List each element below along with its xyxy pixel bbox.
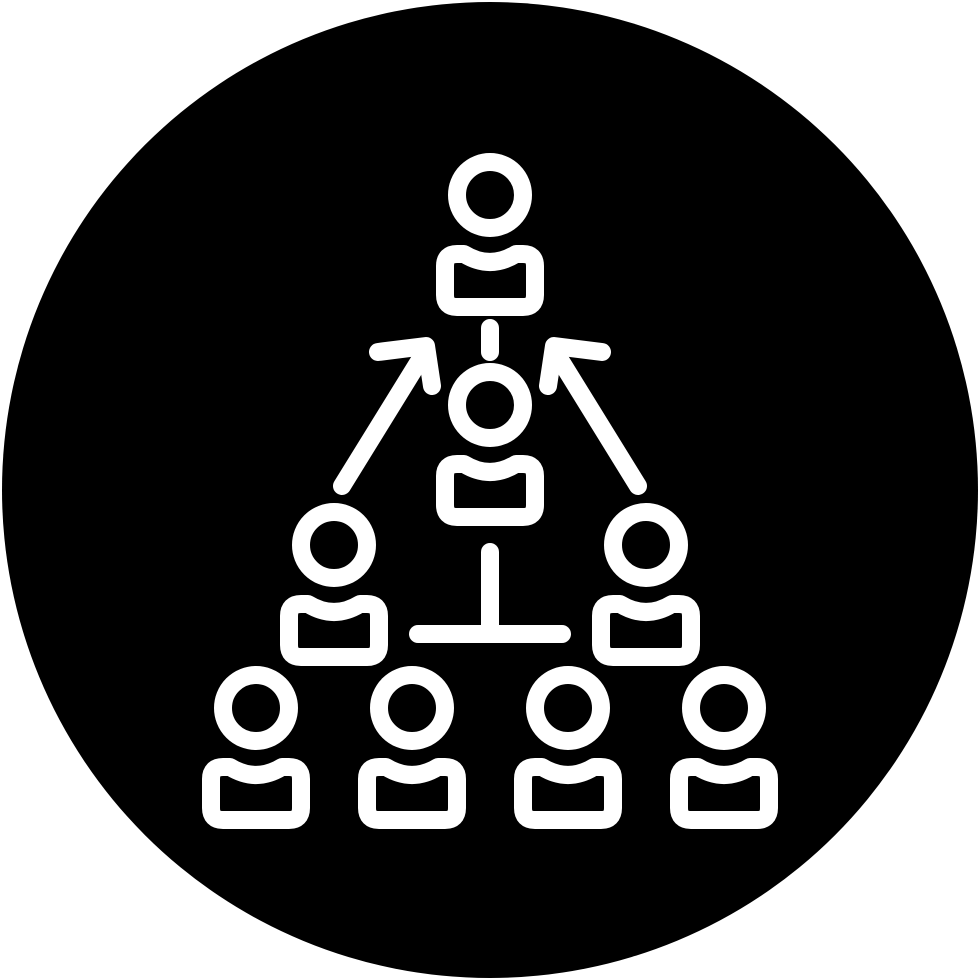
person-body (202, 758, 310, 829)
person-icon (280, 503, 388, 666)
person-icon (202, 666, 310, 829)
person-body (436, 455, 544, 526)
person-body (358, 758, 466, 829)
person-icon (436, 153, 544, 316)
person-body (670, 758, 778, 829)
person-head (370, 666, 454, 750)
person-body (436, 245, 544, 316)
person-head (214, 666, 298, 750)
person-icon (592, 503, 700, 666)
person-head (682, 666, 766, 750)
person-head (604, 503, 688, 587)
arrow-up-left-icon (539, 337, 647, 495)
person-icon (670, 666, 778, 829)
person-icon (358, 666, 466, 829)
person-body (280, 595, 388, 666)
person-icon (514, 666, 622, 829)
person-head (292, 503, 376, 587)
person-icon (436, 363, 544, 526)
person-head (448, 363, 532, 447)
arrow-up-right-icon (333, 337, 441, 495)
person-body (592, 595, 700, 666)
person-head (526, 666, 610, 750)
person-head (448, 153, 532, 237)
person-body (514, 758, 622, 829)
